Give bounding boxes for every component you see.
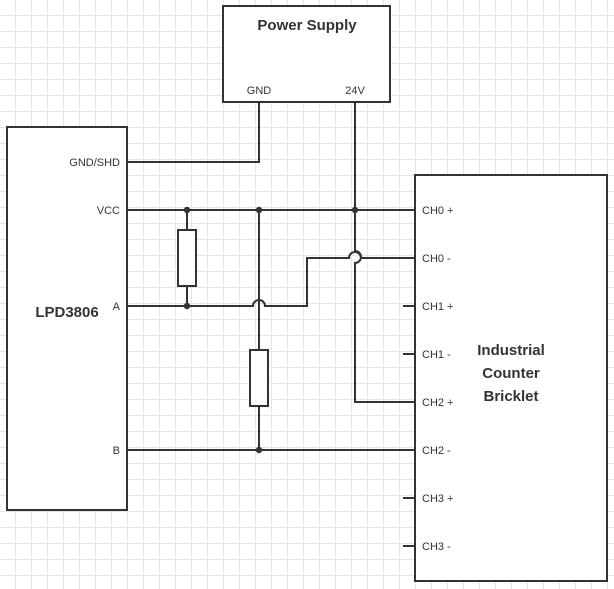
pin-label-b: B — [113, 445, 120, 457]
resistor-2 — [249, 349, 269, 407]
junction-dot — [255, 206, 263, 214]
power-supply-box — [222, 5, 391, 103]
pin-label-ch2-plus: CH2 + — [422, 397, 454, 409]
wire-24v — [354, 102, 415, 403]
pin-label-ch2-minus: CH2 - — [422, 445, 451, 457]
lpd3806-title: LPD3806 — [35, 304, 98, 321]
pin-label-gnd: GND — [247, 85, 272, 97]
junction-dot — [351, 206, 359, 214]
lpd3806-box — [6, 126, 128, 511]
pin-label-ch1-minus: CH1 - — [422, 349, 451, 361]
pin-label-ch0-minus: CH0 - — [422, 253, 451, 265]
pin-label-ch0-plus: CH0 + — [422, 205, 454, 217]
power-supply-title: Power Supply — [257, 17, 357, 34]
resistor-1 — [177, 229, 197, 287]
bricklet-title-line-2: Counter — [482, 365, 540, 382]
junction-dot — [183, 302, 191, 310]
industrial-counter-bricklet-box — [414, 174, 608, 582]
pin-label-ch3-plus: CH3 + — [422, 493, 454, 505]
pin-label-vcc: VCC — [97, 205, 120, 217]
junction-dot — [255, 446, 263, 454]
pin-label-a: A — [113, 301, 121, 313]
pin-label-ch3-minus: CH3 - — [422, 541, 451, 553]
bricklet-title-line-1: Industrial — [477, 342, 545, 359]
pin-label-ch1-plus: CH1 + — [422, 301, 454, 313]
wire-gnd — [127, 102, 260, 163]
wire-a — [127, 251, 415, 307]
pin-label-24v: 24V — [345, 85, 365, 97]
pin-label-gnd-shd: GND/SHD — [69, 157, 120, 169]
junction-dot — [183, 206, 191, 214]
bricklet-title-line-3: Bricklet — [483, 388, 538, 405]
